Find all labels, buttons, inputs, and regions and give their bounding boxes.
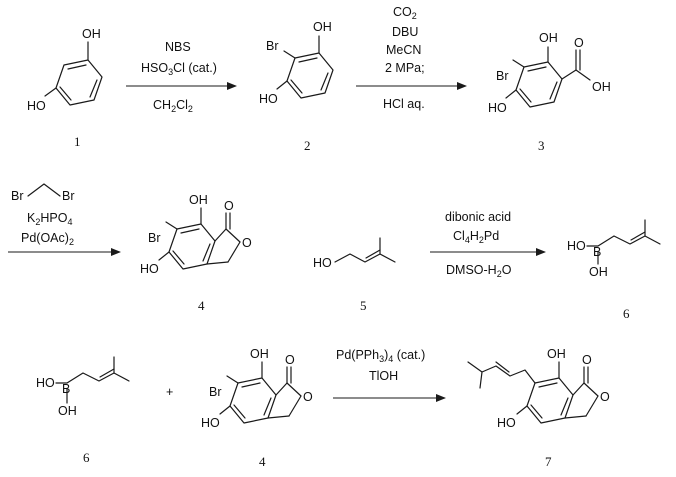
compound-4: OH O O Br HO 4 <box>140 193 252 313</box>
dibromomethane-br-left: Br <box>11 189 24 203</box>
compound-number: 7 <box>545 454 552 469</box>
reagent-dibonic-acid: dibonic acid <box>445 210 511 224</box>
oh-label: OH <box>82 27 101 41</box>
reagent-hso3cl: HSO3Cl (cat.) <box>141 61 217 77</box>
catalyst-pd-pph3-4: Pd(PPh3)4 (cat.) <box>336 348 425 364</box>
oh-label: OH <box>189 193 208 207</box>
compound-6: HO B OH 6 <box>567 219 661 321</box>
ho-label: HO <box>140 262 159 276</box>
br-label: Br <box>496 69 509 83</box>
ho-label: HO <box>567 239 586 253</box>
compound-number: 1 <box>74 134 81 149</box>
reaction-step-2: CO2 DBU MeCN 2 MPa; HCl aq. <box>356 5 467 111</box>
reaction-step-1: NBS HSO3Cl (cat.) CH2Cl2 <box>126 40 237 114</box>
ring-o-label: O <box>242 236 252 250</box>
ring-o-label: O <box>600 390 610 404</box>
br-label: Br <box>148 231 161 245</box>
dibromomethane-bonds <box>27 183 61 197</box>
compound-4-reactant: OH O O Br HO 4 <box>201 347 313 469</box>
compound-1: OH HO 1 <box>27 27 103 149</box>
ho-label: HO <box>313 256 332 270</box>
oh-label: OH <box>250 347 269 361</box>
solvent-ch2cl2: CH2Cl2 <box>153 98 193 114</box>
ho-label: HO <box>201 416 220 430</box>
reagent-k2hpo4: K2HPO4 <box>27 211 72 227</box>
carbonyl-o-label: O <box>285 353 295 367</box>
reaction-step-4: dibonic acid Cl4H2Pd DMSO-H2O <box>430 210 546 279</box>
compound-number: 6 <box>623 306 630 321</box>
compound-3: OH O OH Br HO 3 <box>488 31 611 153</box>
workup-hcl: HCl aq. <box>383 97 425 111</box>
ho-label: HO <box>488 101 507 115</box>
reagent-nbs: NBS <box>165 40 191 54</box>
oh-label: OH <box>547 347 566 361</box>
oh-label: OH <box>539 31 558 45</box>
reagent-pressure: 2 MPa; <box>385 61 425 75</box>
carbonyl-o-label: O <box>224 199 234 213</box>
boron-label: B <box>62 382 70 396</box>
reagent-pd-oac2: Pd(OAc)2 <box>21 231 74 247</box>
ho-label: HO <box>497 416 516 430</box>
reagent-tloh: TlOH <box>369 369 398 383</box>
br-label: Br <box>266 39 279 53</box>
compound-2: OH Br HO 2 <box>259 20 334 153</box>
reagent-dbu: DBU <box>392 25 418 39</box>
reaction-step-3: Br Br K2HPO4 Pd(OAc)2 <box>8 183 121 256</box>
compound-number: 4 <box>198 298 205 313</box>
reagent-mecn: MeCN <box>386 43 421 57</box>
dibromomethane-br-right: Br <box>62 189 75 203</box>
compound-7: OH O O HO 7 <box>467 347 610 469</box>
solvent-dmso-h2o: DMSO-H2O <box>446 263 512 279</box>
acid-oh-label: OH <box>592 80 611 94</box>
ring-o-label: O <box>303 390 313 404</box>
oh-label: OH <box>58 404 77 418</box>
compound-number: 2 <box>304 138 311 153</box>
boron-label: B <box>593 245 601 259</box>
compound-number: 5 <box>360 298 367 313</box>
plus-sign: + <box>166 385 173 399</box>
oh-label: OH <box>589 265 608 279</box>
compound-number: 3 <box>538 138 545 153</box>
carbonyl-o-label: O <box>582 353 592 367</box>
reagent-co2: CO2 <box>393 5 417 21</box>
ho-label: HO <box>27 99 46 113</box>
reagent-cl4h2pd: Cl4H2Pd <box>453 229 499 245</box>
oh-label: OH <box>313 20 332 34</box>
compound-5: HO 5 <box>313 237 396 313</box>
ho-label: HO <box>259 92 278 106</box>
ho-label: HO <box>36 376 55 390</box>
br-label: Br <box>209 385 222 399</box>
compound-6-reactant: HO B OH 6 <box>36 356 130 465</box>
reaction-step-5: Pd(PPh3)4 (cat.) TlOH <box>333 348 446 402</box>
carbonyl-o-label: O <box>574 36 584 50</box>
compound-number: 4 <box>259 454 266 469</box>
compound-number: 6 <box>83 450 90 465</box>
